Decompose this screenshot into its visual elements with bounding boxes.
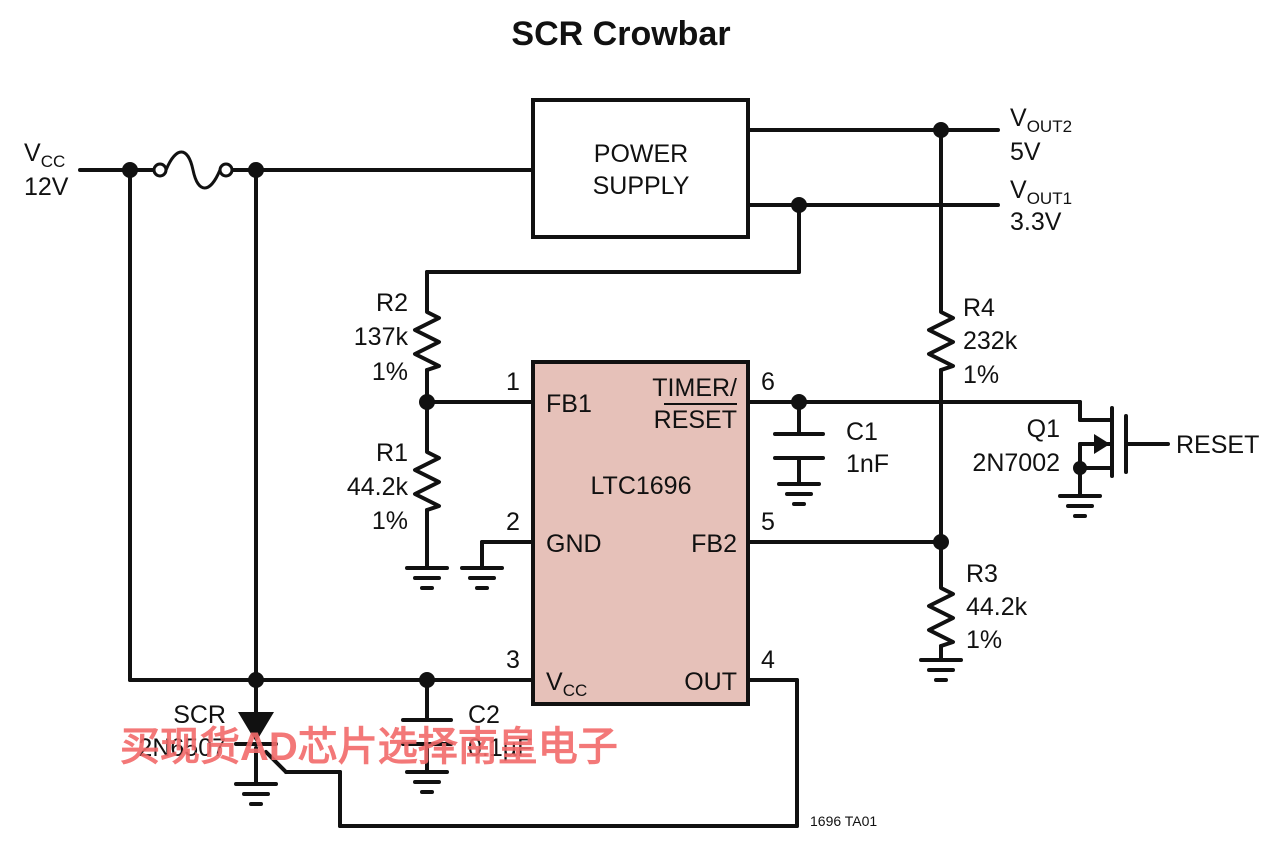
power-supply-label-line1: POWER <box>594 140 688 168</box>
resistor-r1 <box>413 444 441 512</box>
r4-value: 232k <box>963 327 1018 355</box>
c1-name: C1 <box>846 418 878 446</box>
ic-body <box>531 360 750 706</box>
scr-part: 2N6507 <box>138 734 226 762</box>
vout1-value: 3.3V <box>1010 208 1062 236</box>
pin4-number: 4 <box>761 646 775 674</box>
ic-name: LTC1696 <box>591 472 692 500</box>
r1-name: R1 <box>376 439 408 467</box>
pin3-number: 3 <box>506 646 520 674</box>
resistor-r2 <box>413 304 441 372</box>
ground-c2 <box>405 770 449 794</box>
ic-ltc1696: LTC1696 FB1 GND VCC OUT FB2 TIMER/ RESET… <box>506 360 775 706</box>
r3-value: 44.2k <box>966 593 1028 621</box>
scr-name: SCR <box>173 701 226 729</box>
capacitor-c1 <box>773 432 825 460</box>
c2-name: C2 <box>468 701 500 729</box>
c2-value: 0.1µF <box>468 734 532 762</box>
pin5-name: FB2 <box>691 530 737 558</box>
ground-scr <box>234 782 278 806</box>
diagram-title: SCR Crowbar <box>511 15 730 53</box>
r2-value: 137k <box>354 323 409 351</box>
r1-value: 44.2k <box>347 473 409 501</box>
mosfet-q1 <box>1073 406 1170 498</box>
r1-tolerance: 1% <box>372 507 408 535</box>
resistor-r3 <box>927 580 955 648</box>
junction-dots <box>122 122 949 688</box>
watermark-text: 买现货AD芯片选择南皇电子 <box>120 725 618 769</box>
pin3-name: VCC <box>546 668 587 700</box>
vcc-label: VCC <box>24 139 65 171</box>
ground-r1 <box>405 566 449 590</box>
r4-name: R4 <box>963 294 995 322</box>
capacitor-c2 <box>401 718 453 746</box>
pin6-number: 6 <box>761 368 775 396</box>
vout2-label: VOUT2 <box>1010 104 1072 136</box>
r2-tolerance: 1% <box>372 358 408 386</box>
vout1-label: VOUT1 <box>1010 176 1072 208</box>
power-supply-block: POWER SUPPLY <box>531 98 750 239</box>
ground-symbols <box>234 482 1102 806</box>
r4-tolerance: 1% <box>963 361 999 389</box>
pin2-name: GND <box>546 530 602 558</box>
pin1-name: FB1 <box>546 390 592 418</box>
pin2-number: 2 <box>506 508 520 536</box>
scr-symbol <box>234 712 278 746</box>
figure-reference: 1696 TA01 <box>810 813 877 829</box>
q1-part: 2N7002 <box>972 449 1060 477</box>
r2-name: R2 <box>376 289 408 317</box>
fuse-symbol <box>152 150 234 190</box>
pin5-number: 5 <box>761 508 775 536</box>
vcc-value: 12V <box>24 173 69 201</box>
pin1-number: 1 <box>506 368 520 396</box>
power-supply-label-line2: SUPPLY <box>593 172 690 200</box>
r3-tolerance: 1% <box>966 626 1002 654</box>
ground-ic <box>460 566 504 590</box>
wires <box>78 128 1082 828</box>
ground-q1 <box>1058 494 1102 518</box>
pin6-name-line1: TIMER/ <box>652 374 737 402</box>
q1-name: Q1 <box>1027 415 1060 443</box>
resistor-r4 <box>927 304 955 372</box>
pin4-name: OUT <box>684 668 737 696</box>
ground-c1 <box>777 482 821 506</box>
reset-output-label: RESET <box>1176 431 1259 459</box>
r3-name: R3 <box>966 560 998 588</box>
ground-r3 <box>919 658 963 682</box>
c1-value: 1nF <box>846 450 889 478</box>
vout2-value: 5V <box>1010 138 1041 166</box>
pin6-name-line2: RESET <box>654 406 737 434</box>
